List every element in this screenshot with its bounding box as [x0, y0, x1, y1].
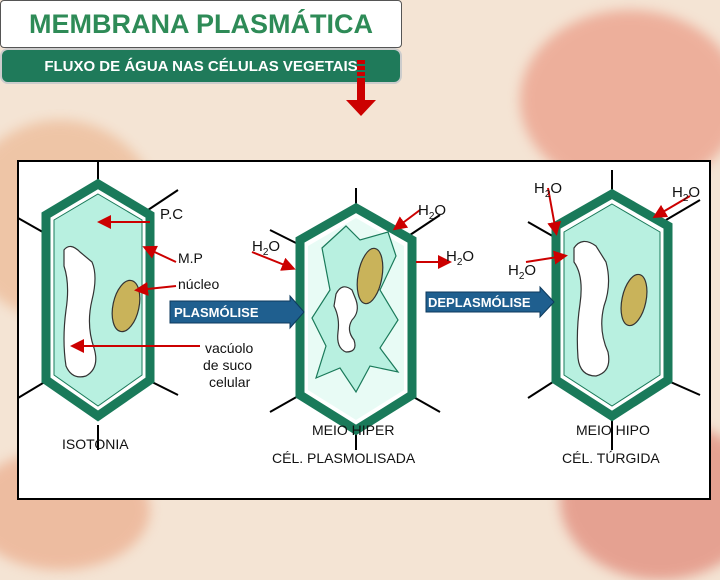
- cells-diagram: [17, 160, 701, 450]
- cell-plasmolysed: [269, 188, 441, 450]
- cell-turgid: [527, 170, 701, 450]
- label-vacuolo-line2: de suco: [203, 357, 253, 373]
- label-mp: M.P: [178, 250, 203, 266]
- plasmolise-arrow: [169, 294, 305, 330]
- deplasmolise-arrow: [425, 285, 555, 319]
- label-pc: P.C: [160, 206, 184, 223]
- water-arrow: [392, 209, 421, 231]
- water-arrow: [547, 187, 562, 236]
- water-arrow: [652, 195, 691, 219]
- caption-meio-hipo: MEIO HIPO: [576, 422, 650, 438]
- page-title: MEMBRANA PLASMÁTICA: [0, 0, 402, 48]
- caption-meio-hiper: MEIO HIPER: [312, 422, 395, 438]
- label-vacuolo-line1: vacúolo: [205, 340, 254, 356]
- plasmolise-label: PLASMÓLISE: [174, 304, 259, 320]
- cell-isotonic: [17, 160, 179, 450]
- caption-cel-plasmolisada: CÉL. PLASMOLISADA: [272, 450, 416, 466]
- water-label: H2O: [508, 262, 537, 282]
- deplasmolise-label: DEPLASMÓLISE: [428, 294, 531, 310]
- subtitle-banner: FLUXO DE ÁGUA NAS CÉLULAS VEGETAIS: [0, 48, 402, 84]
- label-nucleo: núcleo: [178, 276, 220, 292]
- water-label: H2O: [252, 238, 281, 258]
- water-label: H2O: [672, 184, 701, 204]
- label-vacuolo-line3: celular: [209, 374, 251, 390]
- water-label: H2O: [446, 248, 475, 268]
- pointer-nucleo: [134, 281, 177, 296]
- water-label: H2O: [418, 202, 447, 222]
- pointer-mp: [142, 245, 177, 263]
- caption-isotonia: ISOTONIA: [62, 436, 129, 452]
- title-arrow: [346, 60, 376, 116]
- caption-cel-turgida: CÉL. TÚRGIDA: [562, 450, 660, 466]
- water-arrow: [251, 251, 296, 271]
- water-label: H2O: [534, 180, 563, 200]
- water-arrow: [525, 250, 568, 265]
